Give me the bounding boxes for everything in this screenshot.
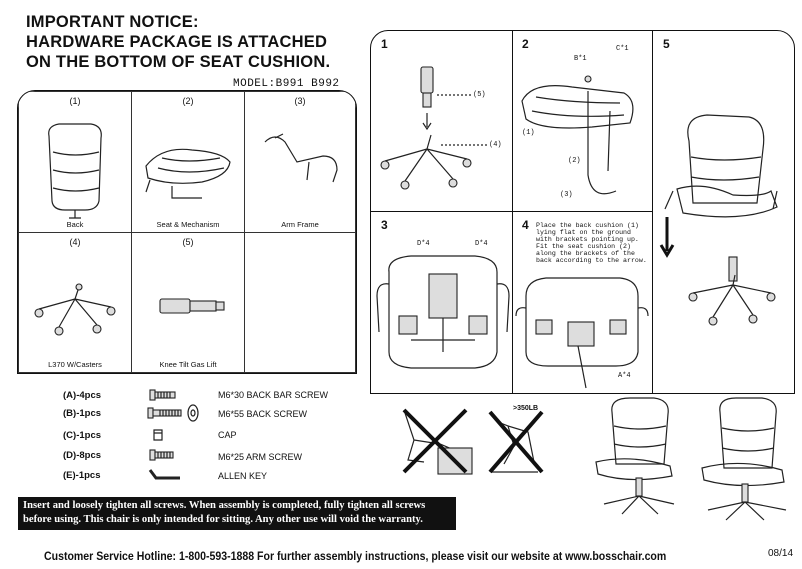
gas-lift-illustration — [159, 297, 225, 314]
part-base: (4) L370 W/Casters — [18, 231, 132, 373]
part-seat: (2) Seat & Mechanism — [131, 91, 245, 233]
part-name: Knee Tilt Gas Lift — [159, 360, 217, 369]
customer-service-footer: Customer Service Hotline: 1-800-593-1888… — [44, 549, 667, 563]
part-back: (1) Back — [18, 91, 132, 233]
step-number: 5 — [663, 37, 670, 51]
step-5: 5 — [653, 31, 794, 393]
seat-illustration — [145, 148, 231, 199]
part-number: (2) — [182, 96, 194, 106]
parts-list: (1) Back (2) Seat & Mechanism (3) — [17, 90, 357, 374]
part-name: Seat & Mechanism — [156, 219, 220, 229]
step-number: 1 — [381, 37, 388, 51]
step-2-label-b: B*1 — [574, 55, 587, 63]
step-4-label-a: A*4 — [618, 372, 631, 380]
finished-chair-side — [701, 397, 787, 521]
important-notice: IMPORTANT NOTICE: HARDWARE PACKAGE IS AT… — [26, 12, 330, 72]
step-2-label-3: (3) — [560, 191, 573, 199]
hardware-e-desc: ALLEN KEY — [218, 471, 268, 481]
step-1: 1 (5) (4) — [371, 31, 512, 211]
step-3: 3 D*4 D*4 — [371, 212, 512, 393]
part-arm-frame: (3) Arm Frame — [244, 91, 356, 233]
part-number: (3) — [294, 96, 306, 106]
notice-line-1: IMPORTANT NOTICE: — [26, 13, 199, 31]
hardware-d-code: (D)-8pcs — [63, 450, 102, 461]
notice-line-3: ON THE BOTTOM OF SEAT CUSHION. — [26, 53, 331, 71]
hardware-a-code: (A)-4pcs — [63, 390, 102, 401]
washer-icon — [187, 404, 199, 422]
warning-banner: Insert and loosely tighten all screws. W… — [18, 497, 456, 530]
step-number: 2 — [522, 37, 529, 51]
revision-date: 08/14 — [768, 548, 794, 559]
part-number: (4) — [69, 236, 81, 247]
hardware-b-desc: M6*55 BACK SCREW — [218, 409, 308, 419]
part-number: (5) — [182, 236, 194, 247]
screw-b-icon — [147, 407, 182, 419]
allen-key-icon — [148, 469, 180, 480]
do-not-stand-on-chair — [402, 408, 473, 475]
part-number: (1) — [69, 96, 81, 106]
model-number: MODEL:B991 B992 — [233, 78, 340, 90]
part-empty — [244, 231, 356, 373]
notice-line-2: HARDWARE PACKAGE IS ATTACHED — [26, 33, 328, 51]
step-2-label-1: (1) — [522, 129, 535, 137]
part-name: Back — [66, 219, 84, 229]
hardware-c-desc: CAP — [218, 430, 237, 440]
screw-d-icon — [149, 449, 174, 461]
step-3-label-d2: D*4 — [475, 240, 488, 248]
assembly-steps: 1 (5) (4) 2 B*1 C*1 (1) (2) (3) 3 D* — [370, 30, 795, 394]
step-3-label-d1: D*4 — [417, 240, 430, 248]
hardware-a-desc: M6*30 BACK BAR SCREW — [218, 390, 329, 400]
arm-frame-illustration — [264, 133, 338, 183]
step-1-label-5: (5) — [473, 91, 486, 99]
step-2: 2 B*1 C*1 (1) (2) (3) — [512, 31, 652, 211]
step-4-instructions: Place the back cushion (1) lying flat on… — [536, 222, 647, 264]
back-cushion-illustration — [48, 123, 102, 219]
finished-chair-front — [595, 397, 675, 515]
step-number: 3 — [381, 218, 388, 232]
hardware-d-desc: M6*25 ARM SCREW — [218, 452, 303, 462]
part-gas-lift: (5) Knee Tilt Gas Lift — [131, 231, 245, 373]
screw-a-icon — [149, 389, 176, 401]
step-2-label-c: C*1 — [616, 45, 629, 53]
warning-line-2: before using. This chair is only intende… — [23, 514, 423, 525]
weight-limit-label: >350LB — [513, 405, 539, 412]
step-1-label-4: (4) — [489, 141, 502, 149]
hardware-c-code: (C)-1pcs — [63, 430, 102, 441]
step-4: 4 Place the back cushion (1) lying flat … — [512, 212, 652, 393]
part-name: Arm Frame — [281, 219, 319, 229]
step-2-illustration — [521, 75, 634, 195]
five-star-base-illustration — [34, 282, 116, 336]
weight-limit-illustration — [488, 410, 544, 474]
step-4-illustration — [515, 277, 649, 389]
hardware-b-code: (B)-1pcs — [63, 408, 102, 419]
hardware-e-code: (E)-1pcs — [63, 470, 101, 481]
step-5-illustration — [659, 114, 778, 326]
warning-line-1: Insert and loosely tighten all screws. W… — [23, 500, 426, 511]
cap-icon — [153, 429, 163, 441]
step-1-illustration — [380, 66, 487, 190]
part-name: L370 W/Casters — [48, 360, 102, 369]
step-2-label-2: (2) — [568, 157, 581, 165]
step-3-illustration — [376, 255, 510, 369]
step-number: 4 — [522, 218, 529, 232]
